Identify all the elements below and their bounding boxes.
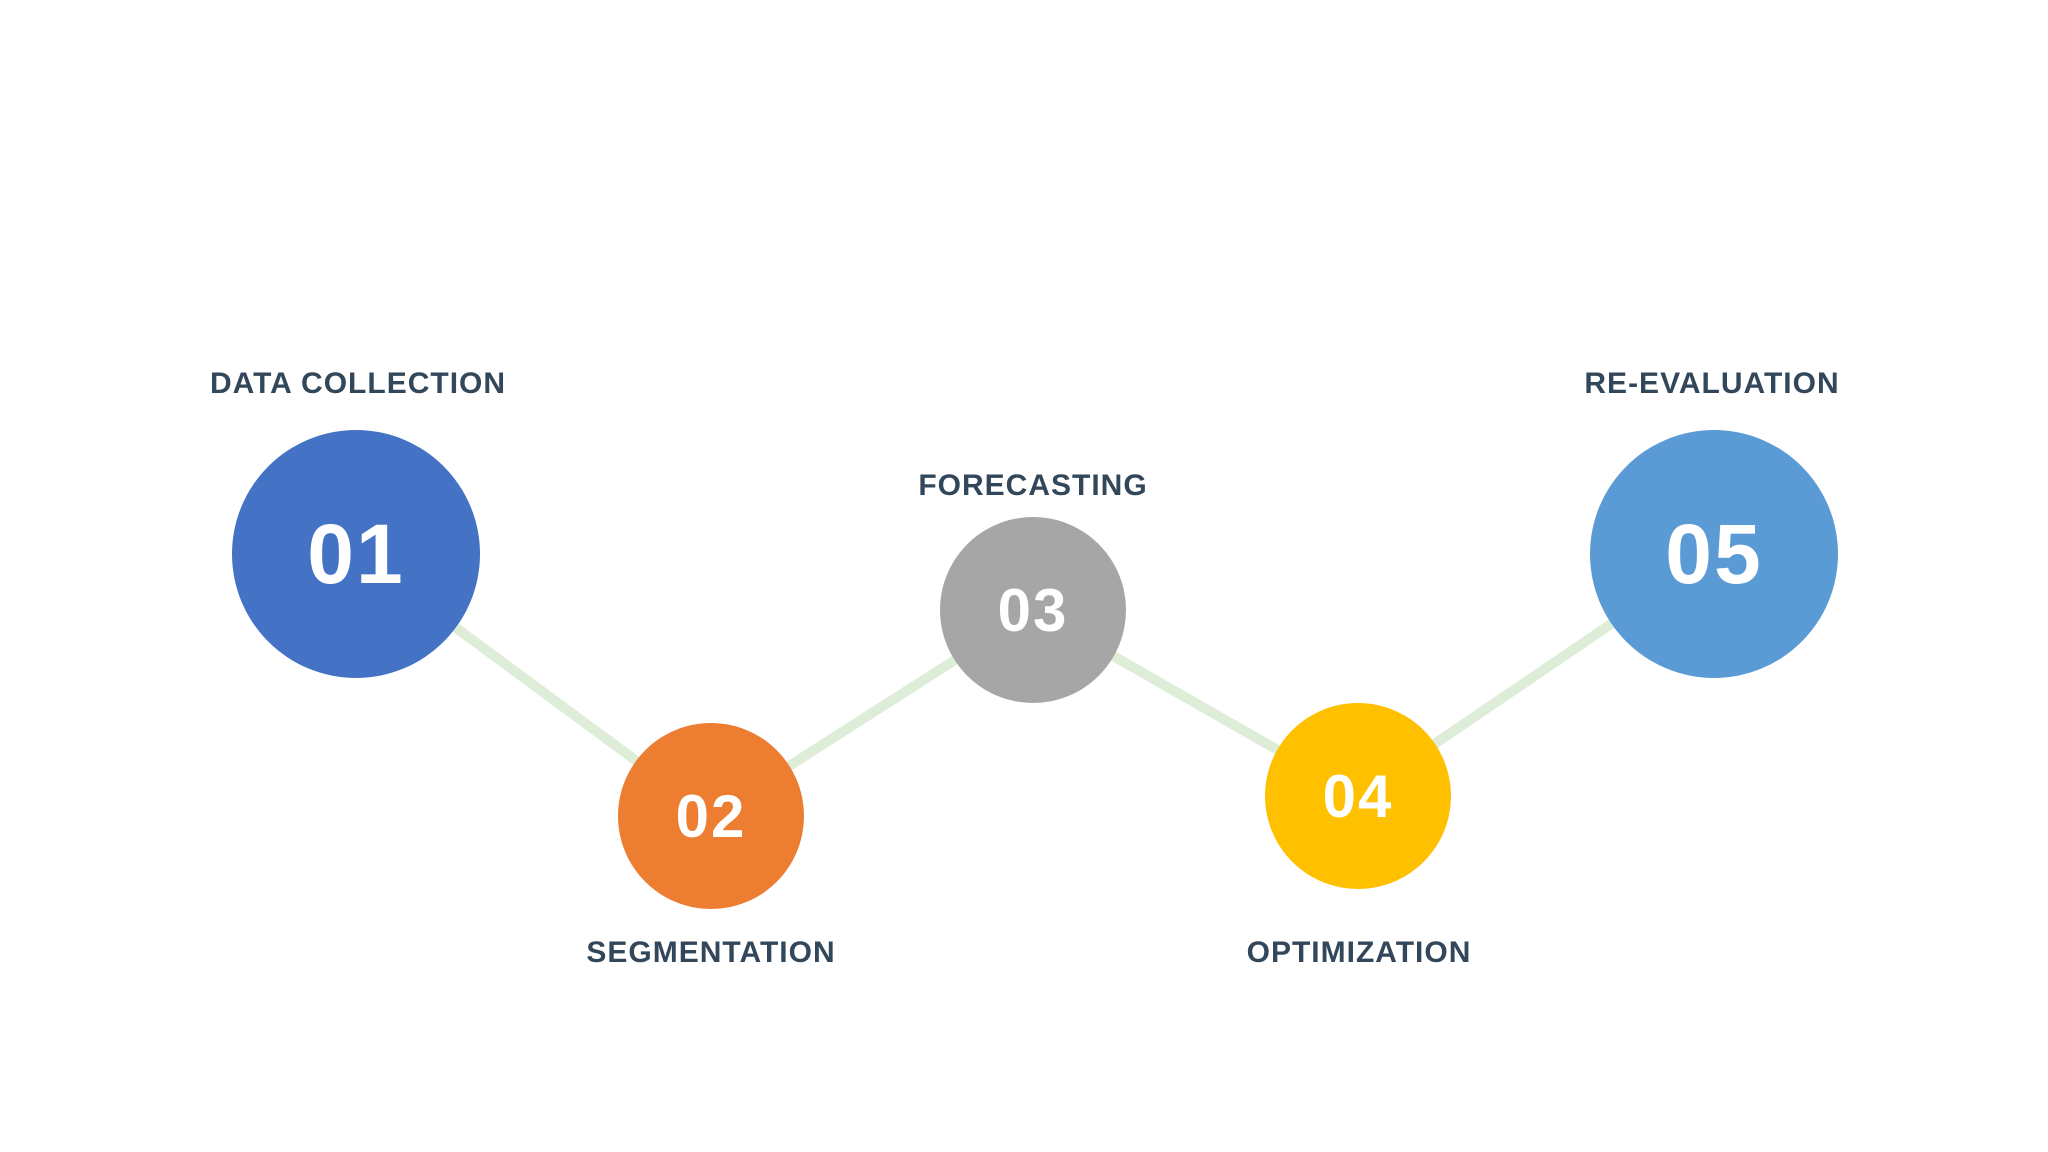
step-label-segmentation: SEGMENTATION [586,936,836,969]
step-number-04: 04 [1322,762,1394,830]
step-circle-03: 03 [940,517,1126,703]
step-number-03: 03 [997,576,1069,644]
step-number-05: 05 [1665,506,1763,601]
step-circle-01: 01 [232,430,480,678]
step-label-re-evaluation: RE-EVALUATION [1584,367,1840,400]
step-circle-04: 04 [1265,703,1451,889]
step-label-data-collection: DATA COLLECTION [209,367,507,400]
step-label-optimization: OPTIMIZATION [1246,936,1472,969]
step-circle-02: 02 [618,723,804,909]
step-label-forecasting: FORECASTING [918,469,1148,502]
step-number-01: 01 [307,506,405,601]
step-number-02: 02 [675,782,747,850]
step-circle-05: 05 [1590,430,1838,678]
